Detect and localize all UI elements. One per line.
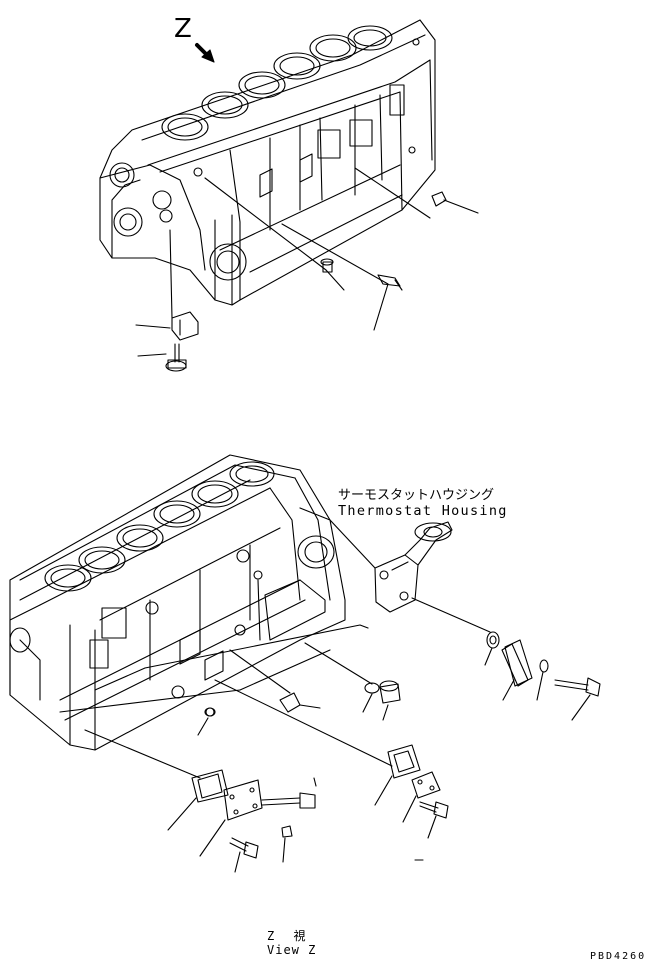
- elbow-fitting-part: [279, 692, 301, 713]
- bottom-side-features: [9, 535, 335, 717]
- bolt-part-left: [261, 792, 316, 809]
- cover-plate-right-part: [501, 639, 533, 687]
- plug-part-center: [364, 682, 380, 694]
- thermostat-housing-part: [299, 507, 453, 613]
- top-plug-part: [320, 258, 334, 273]
- view-caption-jp: Z 視: [267, 929, 312, 943]
- small-plug-part-left: [204, 707, 216, 717]
- bolt-part-right: [554, 677, 601, 697]
- gasket-part-left: [191, 769, 229, 803]
- cover-plate-left-part: [223, 779, 263, 821]
- thermostat-housing-label-jp: サーモスタットハウジング: [338, 488, 495, 503]
- top-cylinder-block: [99, 19, 436, 306]
- top-bracket-part: [169, 229, 199, 341]
- top-cylinder-bores: [161, 25, 393, 141]
- bottom-pan-outline: [59, 624, 369, 713]
- top-front-features: [109, 38, 420, 281]
- bottom-leader-lines: [84, 597, 591, 873]
- view-z-marker: Z: [174, 14, 192, 44]
- bolt-part-lower-left: [229, 837, 259, 859]
- view-arrow-icon: [195, 43, 215, 63]
- gasket-part-center: [387, 744, 421, 779]
- bolt-part-center: [419, 801, 449, 819]
- top-fitting-part: [431, 191, 447, 207]
- plug-part-left-small: [281, 825, 293, 838]
- view-caption-en: View Z: [267, 943, 317, 957]
- bottom-cylinder-block: [9, 454, 346, 751]
- drawing-code: PBD4260: [590, 951, 647, 962]
- top-sender-part: [377, 274, 403, 291]
- cup-plug-part: [379, 680, 401, 704]
- thermostat-housing-label-en: Thermostat Housing: [338, 503, 508, 519]
- washer-part-right: [539, 659, 549, 673]
- gasket-part-right: [486, 631, 500, 649]
- top-bolt-part: [165, 343, 187, 372]
- bottom-cylinder-bores: [44, 461, 275, 592]
- cover-plate-center-part: [411, 771, 441, 799]
- top-leader-lines: [135, 167, 479, 357]
